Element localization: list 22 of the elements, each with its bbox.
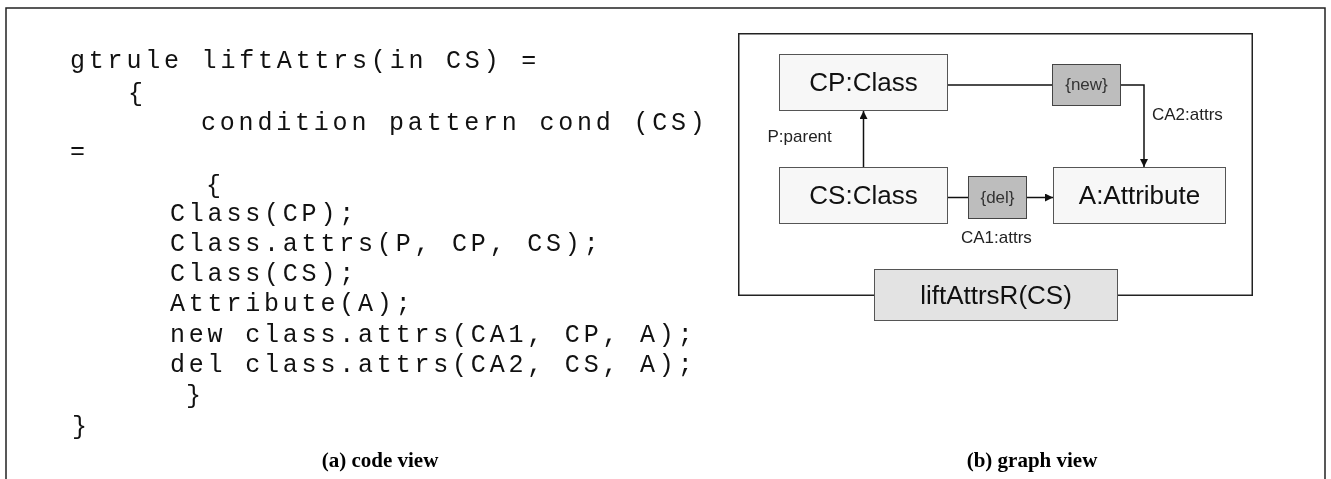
code-line: = <box>70 138 89 168</box>
code-line: { <box>206 172 225 202</box>
code-line: condition pattern cond (CS) <box>201 109 709 139</box>
code-line: Attribute(A); <box>170 290 415 320</box>
code-line: } <box>72 413 91 443</box>
stereotype-tag: {del} <box>968 176 1027 219</box>
figure-caption: (b) graph view <box>965 447 1099 473</box>
figure-caption: (a) code view <box>320 447 440 473</box>
code-line: Class.attrs(P, CP, CS); <box>170 230 603 260</box>
code-line: del class.attrs(CA2, CS, A); <box>170 351 697 381</box>
edge-label: P:parent <box>766 127 833 147</box>
code-line: { <box>128 80 147 110</box>
code-line: gtrule liftAttrs(in CS) = <box>70 47 541 77</box>
class-box: CP:Class <box>779 54 948 111</box>
class-box: CS:Class <box>779 167 948 224</box>
code-line: Class(CP); <box>170 200 359 230</box>
rule-name-box: liftAttrsR(CS) <box>874 269 1118 321</box>
class-box: A:Attribute <box>1053 167 1226 224</box>
code-line: Class(CS); <box>170 260 359 290</box>
code-line: new class.attrs(CA1, CP, A); <box>170 321 697 351</box>
code-line: } <box>186 382 205 412</box>
stereotype-tag: {new} <box>1052 64 1121 106</box>
